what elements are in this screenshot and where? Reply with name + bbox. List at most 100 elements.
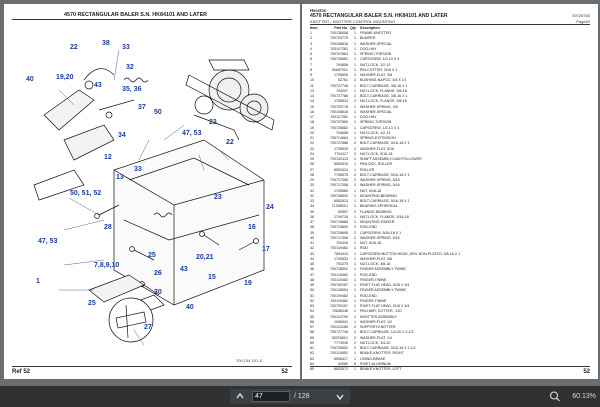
callout: 22 [226,139,234,146]
description: CAPSCREW, 5/16-18 X 1 [360,230,402,235]
quantity: 1 [354,272,356,277]
diagram-page: 4570 RECTANGULAR BALER S.N. HK84101 AND … [4,4,300,379]
part-number: 700728592 [330,267,348,272]
item-number: 15 [310,104,314,109]
description: BOLT-CARRIAGE, 5/16-18 X 1 [360,141,410,146]
description: CAPSCREW, 1/2-13 X 4 [360,125,400,130]
callout: 25 [148,252,156,259]
part-number: 700117281 [330,46,348,51]
part-number: 700108618 [330,41,348,46]
quantity: 1 [354,104,356,109]
item-number: 38 [310,225,314,230]
chevron-down-icon [336,394,344,401]
quantity: 2 [354,183,356,188]
page-number: 52 [583,369,590,375]
description: SPRING-EXTENSION [360,136,396,140]
total-pages: / 128 [294,393,310,400]
part-number: 700119482 [330,272,348,277]
quantity: 1 [354,277,356,282]
description: BOLT-CARRIAGE, 5/16-18 X 2-1/2 [360,346,416,350]
callout: 28 [104,224,112,231]
item-number: 14 [310,99,314,104]
callout: 33 [122,44,130,51]
brand-name: Hesston [310,8,327,13]
part-number: 70636346 [332,309,348,314]
zoom-control[interactable]: 60.13% [526,389,596,404]
item-number: 35 [310,209,314,214]
exploded-parts-diagram [33,49,275,346]
callout: 24 [266,204,274,211]
item-number: 13 [310,94,314,98]
item-number: 32 [310,193,314,198]
page-title: 4570 RECTANGULAR BALER S.N. HK84101 AND … [64,12,208,18]
item-number: 7 [310,62,312,67]
description: FINGER-TWINE [360,298,387,303]
page-label: Page52 [576,19,590,24]
part-number: 700124750 [330,314,348,319]
part-number: 700709157 [330,304,348,308]
item-number: 42 [310,246,314,251]
part-number: 1705560 [334,188,348,193]
page-title: 4570 RECTANGULAR BALER S.N. HK84101 AND … [310,13,448,19]
item-number: 65 [310,367,314,371]
item-number: 39 [310,230,314,235]
item-number: 2 [310,36,312,41]
quantity: 1 [354,199,356,203]
callout: 50, 51, 52 [70,190,102,197]
item-number: 11 [310,83,314,88]
section-title: KNOTTER - KNOTTER CONTROL MOUNTING [310,19,396,24]
item-number: 44 [310,256,314,261]
description: CAPSCREW-BUTTON HEAD, DRIL NON-PLATED, 3… [360,251,461,256]
part-number: 700727786 [330,94,348,98]
part-number: 700703779 [330,36,348,41]
quantity: 2 [354,178,356,182]
previous-page-button[interactable] [232,389,248,404]
quantity: 1 [354,167,356,172]
part-number: 713389X1 [331,204,348,209]
callout: 23 [209,119,217,126]
header-divider [12,19,292,20]
quantity: 2 [354,209,356,214]
callout: 38 [102,40,110,47]
quantity: 2 [354,225,356,230]
page-number-input[interactable] [252,391,290,402]
description: RIVET-FLAT HEAD, 5/16 X 3/4 [360,283,410,287]
description: RIVET-FLAT HEAD, 5/16 X 3/4 [360,304,410,308]
item-number: 61 [310,346,314,350]
part-number: 700108618 [330,109,348,114]
footer-divider [12,366,292,367]
description: PIN-HAIR, COTTER, .120 [360,309,402,314]
part-number: 700124189 [330,325,348,329]
item-number: 54 [310,309,314,314]
item-number: 17 [310,115,314,119]
quantity: 2 [354,335,356,340]
item-number: 31 [310,188,314,193]
next-page-button[interactable] [332,389,348,404]
part-number: 700717356 [330,183,348,188]
quantity: 1 [354,314,356,319]
part-number: 700117281 [330,115,348,119]
part-number: 700119482 [330,246,348,251]
quantity: 1 [354,36,356,41]
item-number: 27 [310,167,314,172]
description: BOLT-CARRIAGE, 5/16-18 X 1 [360,199,410,203]
quantity: 2 [354,94,356,98]
part-number: 700723892 [330,225,348,230]
quantity: 1 [354,57,356,62]
item-number: 5 [310,52,312,56]
description: WASHER-SPECIAL [360,109,393,114]
part-number: 1705500 [334,73,348,77]
quantity: 2 [354,230,356,235]
